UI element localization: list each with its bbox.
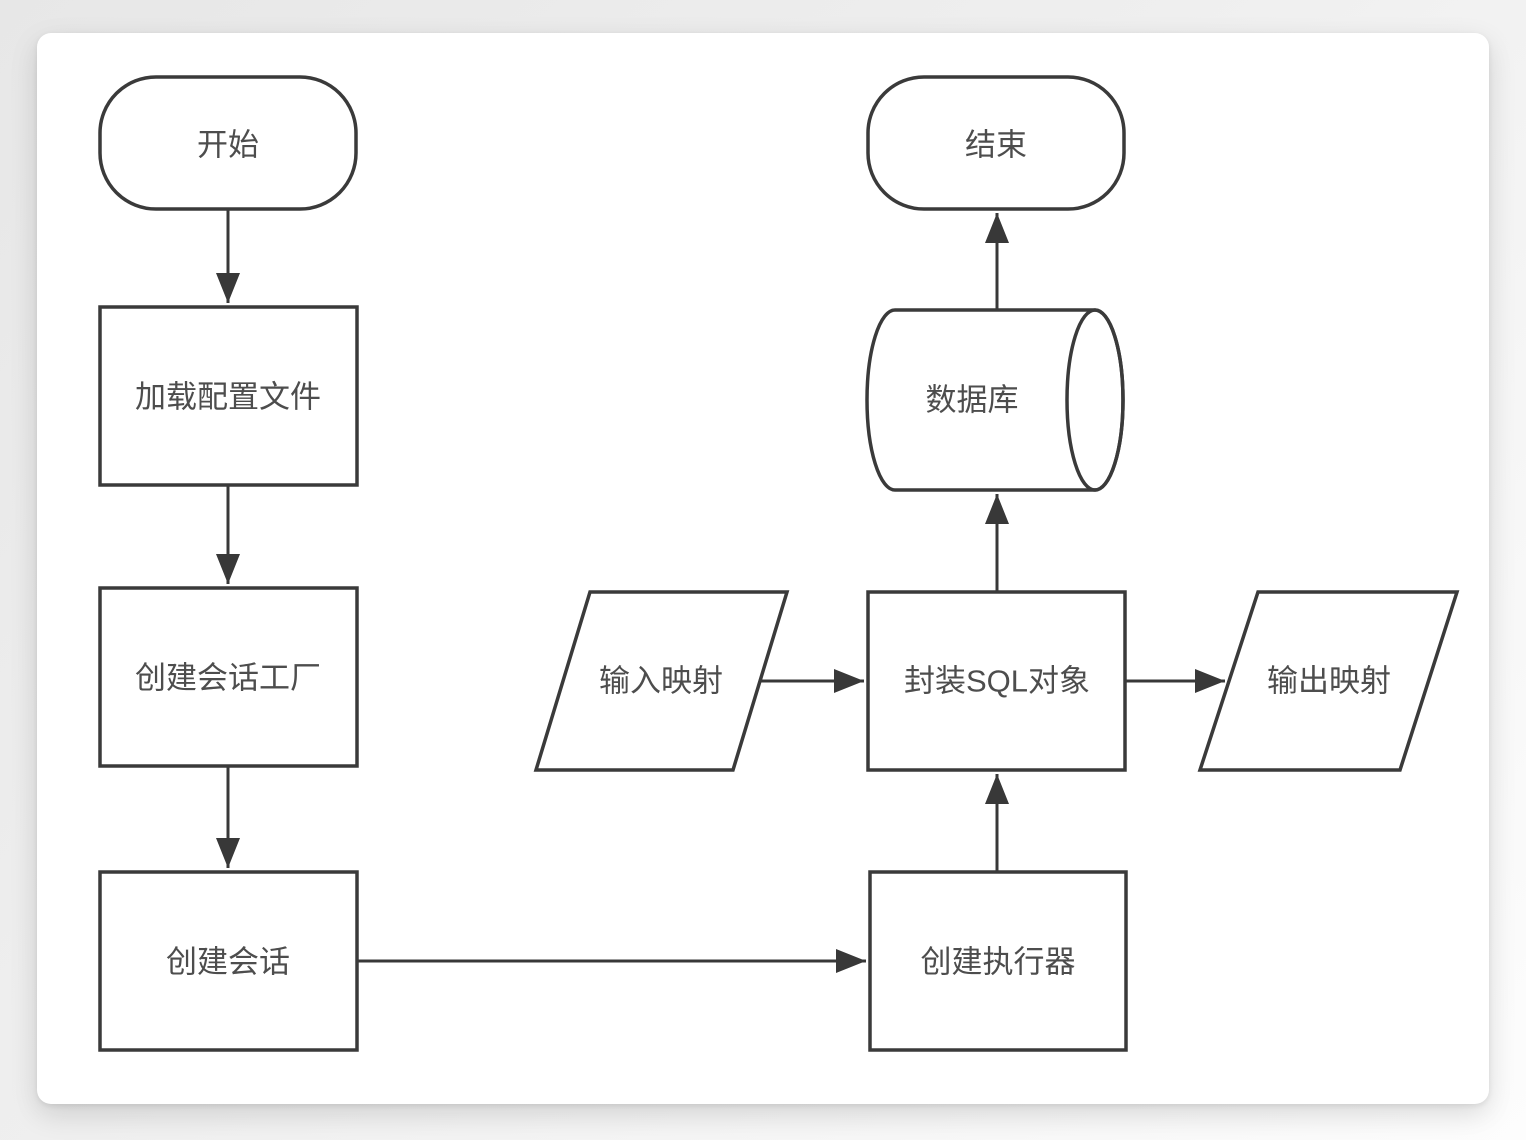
create-session-process-shape — [98, 870, 359, 1052]
node-create-executor: 创建执行器 — [868, 870, 1128, 1052]
create-executor-label: 创建执行器 — [921, 945, 1076, 980]
output-mapping-parallelogram-shape — [1197, 590, 1460, 772]
start-label: 开始 — [197, 128, 259, 163]
load-config-process-shape — [98, 305, 359, 487]
database-cylinder-rim — [1065, 308, 1125, 492]
output-mapping-label: 输出映射 — [1267, 664, 1391, 699]
create-factory-label: 创建会话工厂 — [135, 661, 321, 696]
node-create-session: 创建会话 — [98, 870, 359, 1052]
node-database: 数据库 — [865, 308, 1125, 492]
node-wrap-sql: 封装SQL对象 — [866, 590, 1127, 772]
node-input-mapping: 输入映射 — [533, 590, 790, 772]
node-create-factory: 创建会话工厂 — [98, 586, 359, 768]
load-config-label: 加载配置文件 — [135, 380, 321, 415]
wrap-sql-label: 封装SQL对象 — [904, 664, 1090, 699]
node-end: 结束 — [866, 75, 1126, 211]
flow-edges — [216, 209, 1225, 973]
node-output-mapping: 输出映射 — [1197, 590, 1460, 772]
input-mapping-label: 输入映射 — [599, 664, 723, 699]
node-start: 开始 — [98, 75, 358, 211]
create-factory-process-shape — [98, 586, 359, 768]
start-terminator-shape — [98, 75, 358, 211]
end-label: 结束 — [965, 128, 1027, 163]
node-load-config: 加载配置文件 — [98, 305, 359, 487]
create-executor-process-shape — [868, 870, 1128, 1052]
end-terminator-shape — [866, 75, 1126, 211]
database-label: 数据库 — [926, 383, 1019, 418]
create-session-label: 创建会话 — [166, 945, 290, 980]
input-mapping-parallelogram-shape — [533, 590, 790, 772]
wrap-sql-process-shape — [866, 590, 1127, 772]
